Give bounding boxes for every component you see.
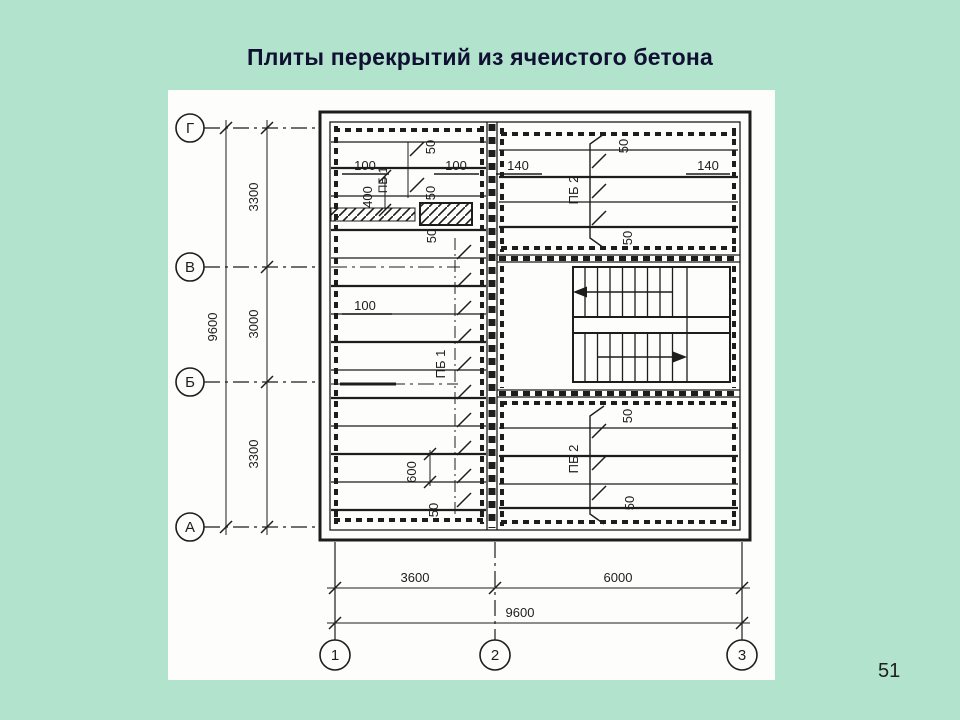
dim-label-100: 100 [445,158,467,173]
dim-left-total-9600: 9600 [205,313,220,342]
dim-bottom-3600: 3600 [401,570,430,585]
dim-label-50: 50 [616,139,631,153]
row-axis-bubbles: Г В Б А [175,113,205,542]
axis-row-g: Г [186,120,194,137]
interior-wall-axis2 [486,122,498,530]
dim-left-3300-top: 3300 [246,183,261,212]
col-axis-bubbles: 1 2 3 [319,639,758,671]
dim-label-50: 50 [620,409,635,423]
slab-label-pb1: ПБ 1 [433,350,448,379]
interior-walls-stair-bay [497,254,740,398]
building-outline [318,110,752,542]
dim-label-50: 50 [423,186,438,200]
axis-col-2: 2 [491,647,499,664]
page-number: 51 [878,660,901,682]
axis-row-a: А [185,519,195,536]
dim-label-50: 50 [423,140,438,154]
top-right-room-slabs [496,128,738,252]
dim-label-100: 100 [354,298,376,313]
dim-label-50: 50 [622,496,637,510]
dim-bottom-6000: 6000 [604,570,633,585]
dim-bottom-total-9600: 9600 [506,605,535,620]
stair-arrow-down-icon [673,351,687,363]
monolithic-strip [330,202,473,226]
leader-bottom-right-room [589,405,607,525]
axis-row-v: В [185,259,195,276]
floor-plan-drawing: 50 100 ПБ 1 100 400 50 50 100 ПБ 1 600 5… [175,110,758,671]
left-room-dim-marks [342,169,479,489]
dim-left-3300-bottom: 3300 [246,440,261,469]
left-dim-lines [219,120,274,535]
row-axis-lines [204,127,460,528]
bottom-dim-lines [327,581,750,630]
slab-label-pb2: ПБ 2 [566,445,581,474]
axis-col-1: 1 [331,647,339,664]
slab-label-pb1: ПБ 1 [376,166,390,193]
bottom-right-room-slabs [499,401,738,526]
dim-label-100: 100 [354,158,376,173]
staircase [500,266,736,388]
dim-label-50: 50 [620,231,635,245]
dim-label-140: 140 [507,158,529,173]
axis-row-b: Б [185,374,195,391]
drawing-panel: 50 100 ПБ 1 100 400 50 50 100 ПБ 1 600 5… [168,90,775,680]
leader-left-room [407,141,472,514]
col-axis-lines [334,542,743,640]
slab-label-pb2: ПБ 2 [566,176,581,205]
dim-label-50: 50 [424,229,439,243]
dim-label-600: 600 [404,461,419,483]
dim-left-3000: 3000 [246,310,261,339]
dim-label-140: 140 [697,158,719,173]
axis-col-3: 3 [738,647,746,664]
slide-title: Плиты перекрытий из ячеистого бетона [246,44,713,70]
leader-top-right-room [589,133,607,249]
stair-arrow-up-icon [573,286,587,298]
dim-label-50: 50 [426,503,441,517]
dim-label-400: 400 [360,186,375,208]
